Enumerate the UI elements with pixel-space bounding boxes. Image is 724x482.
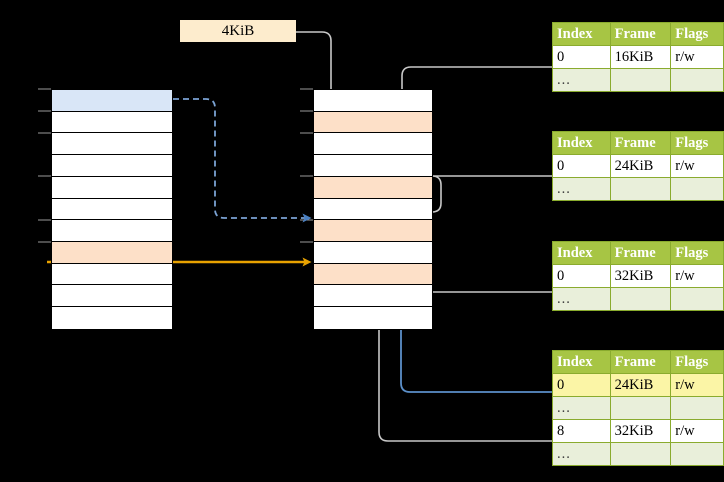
virtual-page-row-7 xyxy=(52,242,172,264)
frame-table-4-header-index: Index xyxy=(552,350,611,374)
virtual-page-row-5 xyxy=(52,198,172,221)
frame-table-2-cell-flags: r/w xyxy=(670,154,724,178)
frame-table-4-cell-frame xyxy=(609,396,672,420)
middle-column-tick-marks xyxy=(300,88,313,243)
frame-table-3-header-frame: Frame xyxy=(609,241,672,265)
physical-frame-row-8 xyxy=(314,263,432,286)
frame-table-1-cell-flags: r/w xyxy=(670,45,724,69)
physical-address-space-column xyxy=(313,89,433,330)
virtual-page-row-0 xyxy=(52,90,172,112)
frame-table-4-cell-flags xyxy=(670,396,724,420)
frame-table-3-cell-index: ... xyxy=(552,287,611,311)
frame-table-2-cell-frame: 24KiB xyxy=(609,154,672,178)
frame-table-1-header-index: Index xyxy=(552,22,611,46)
frame-table-4-cell-flags: r/w xyxy=(670,373,724,397)
frame-table-4-header-flags: Flags xyxy=(670,350,724,374)
frame-table-1-cell-flags xyxy=(670,68,724,92)
frame-table-2-cell-flags xyxy=(670,177,724,201)
frame-table-3-header-index: Index xyxy=(552,241,611,265)
frame-table-4-row[interactable]: ... xyxy=(552,442,724,466)
frame-table-1-header-flags: Flags xyxy=(670,22,724,46)
frame-table-2-cell-index: ... xyxy=(552,177,611,201)
physical-frame-row-3 xyxy=(314,155,432,177)
frame-table-3-header-flags: Flags xyxy=(670,241,724,265)
physical-frame-row-10 xyxy=(314,307,432,329)
frame-table-2-header-index: Index xyxy=(552,131,611,155)
frame-table-4-cell-flags xyxy=(670,442,724,466)
connector-frame-table-2-to-physical xyxy=(419,175,552,223)
size-label-4kib: 4KiB xyxy=(180,20,296,42)
frame-table-2-row[interactable]: ... xyxy=(552,177,724,201)
frame-table-1-row[interactable]: ... xyxy=(552,68,724,92)
physical-frame-row-7 xyxy=(314,242,432,264)
virtual-page-row-3 xyxy=(52,155,172,177)
frame-table-4-cell-index: ... xyxy=(552,396,611,420)
frame-table-1-cell-frame: 16KiB xyxy=(609,45,672,69)
frame-table-1-header-frame: Frame xyxy=(609,22,672,46)
frame-table-4-row[interactable]: ... xyxy=(552,396,724,420)
frame-table-4-cell-flags: r/w xyxy=(670,419,724,443)
frame-table-1-cell-index: 0 xyxy=(552,45,611,69)
virtual-page-row-10 xyxy=(52,307,172,329)
frame-table-2-header-frame: Frame xyxy=(609,131,672,155)
frame-table-1-cell-frame xyxy=(609,68,672,92)
physical-frame-row-2 xyxy=(314,133,432,156)
frame-table-3-row[interactable]: ... xyxy=(552,287,724,311)
frame-table-4-cell-frame: 32KiB xyxy=(609,419,672,443)
connector-frame-table-3-to-physical xyxy=(419,267,552,293)
physical-frame-row-0 xyxy=(314,90,432,112)
virtual-page-row-6 xyxy=(52,220,172,243)
virtual-page-row-8 xyxy=(52,263,172,286)
frame-table-4-cell-index: 8 xyxy=(552,419,611,443)
physical-frame-row-9 xyxy=(314,285,432,308)
frame-table-4-cell-index: ... xyxy=(552,442,611,466)
virtual-page-row-2 xyxy=(52,133,172,156)
frame-table-3-cell-flags xyxy=(670,287,724,311)
virtual-address-space-column xyxy=(51,89,173,330)
physical-frame-row-4 xyxy=(314,176,432,199)
frame-table-2-cell-frame xyxy=(609,177,672,201)
frame-table-1-cell-index: ... xyxy=(552,68,611,92)
frame-table-2-header-flags: Flags xyxy=(670,131,724,155)
physical-frame-row-5 xyxy=(314,198,432,221)
frame-table-3-cell-frame xyxy=(609,287,672,311)
virtual-page-row-4 xyxy=(52,176,172,199)
physical-frame-row-1 xyxy=(314,111,432,134)
left-column-tick-marks xyxy=(38,88,51,243)
virtual-page-row-1 xyxy=(52,111,172,134)
physical-frame-row-6 xyxy=(314,220,432,243)
frame-table-4-cell-frame xyxy=(609,442,672,466)
frame-table-2-cell-index: 0 xyxy=(552,154,611,178)
virtual-page-row-9 xyxy=(52,285,172,308)
connector-dashed-virtual-to-physical xyxy=(173,98,312,223)
frame-table-4-cell-frame: 24KiB xyxy=(609,373,672,397)
frame-table-3-cell-index: 0 xyxy=(552,264,611,288)
frame-table-4-cell-index: 0 xyxy=(552,373,611,397)
frame-table-3-cell-flags: r/w xyxy=(670,264,724,288)
frame-table-4-header-frame: Frame xyxy=(609,350,672,374)
frame-table-3-cell-frame: 32KiB xyxy=(609,264,672,288)
